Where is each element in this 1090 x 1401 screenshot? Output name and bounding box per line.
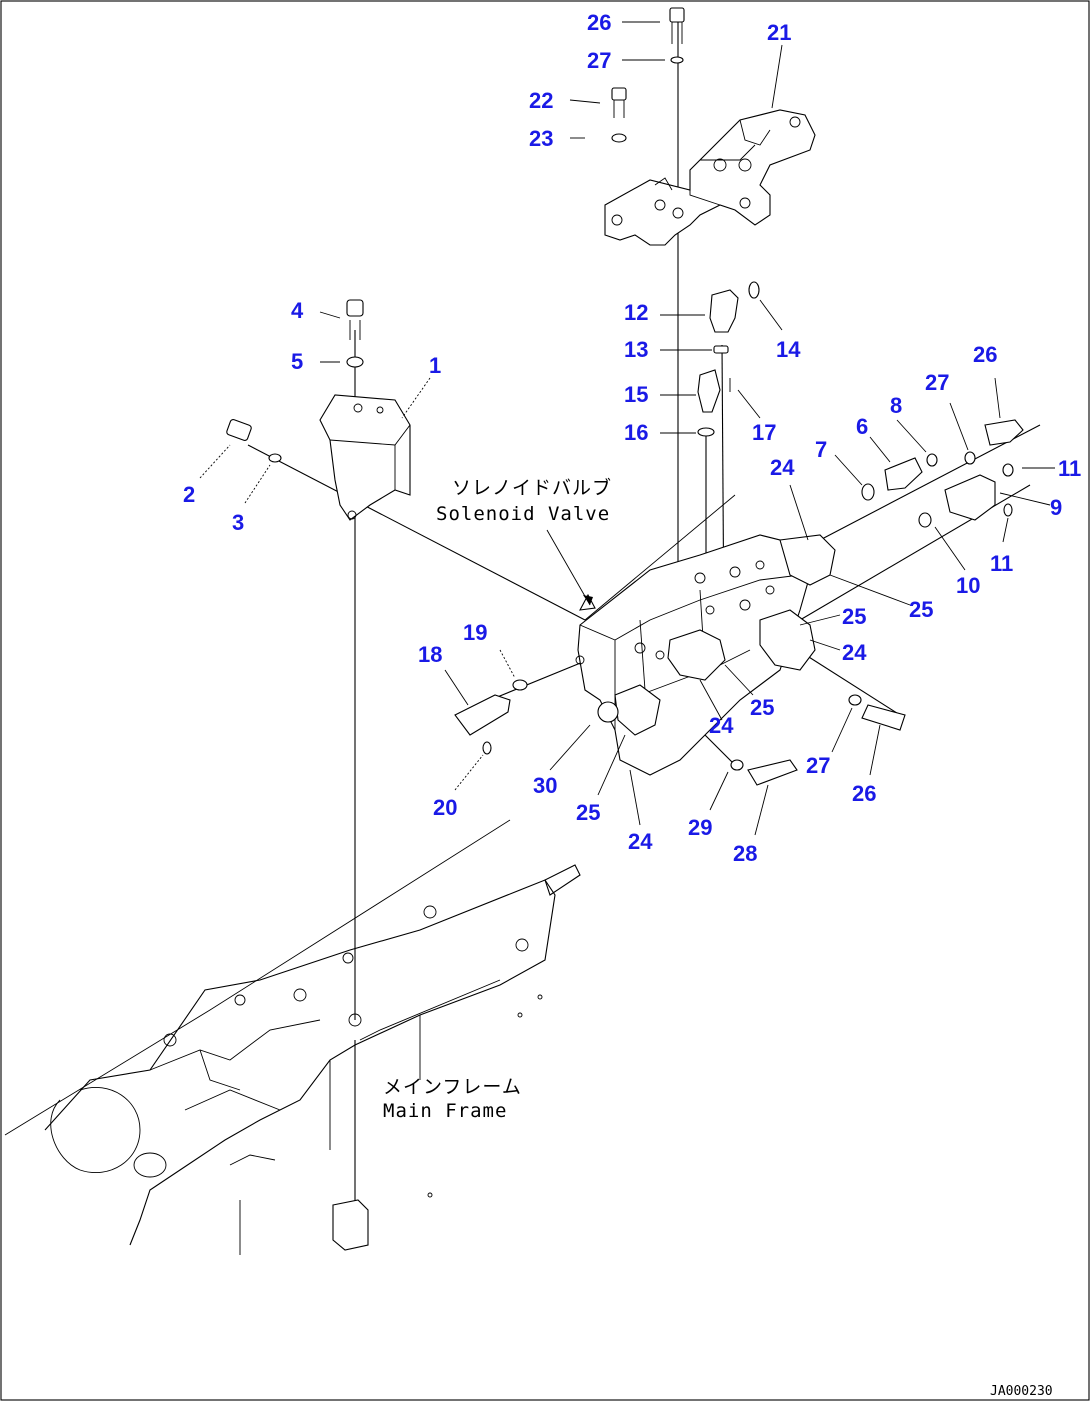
solenoid-caption-en: Solenoid Valve: [436, 503, 610, 525]
lower-small-parts: [454, 679, 906, 786]
callout-25-c: 25: [750, 695, 774, 720]
callout-21: 21: [767, 20, 791, 45]
callout-12: 12: [624, 300, 648, 325]
callout-29: 29: [688, 815, 712, 840]
parts-6-11: [861, 419, 1024, 528]
callout-2: 2: [183, 482, 195, 507]
callout-19: 19: [463, 620, 487, 645]
callout-16: 16: [624, 420, 648, 445]
callout-24-c: 24: [709, 713, 734, 738]
callout-1: 1: [429, 353, 441, 378]
callout-24-b: 24: [842, 640, 867, 665]
callout-11-lower: 11: [990, 551, 1013, 576]
callout-20: 20: [433, 795, 457, 820]
leader-lines: [199, 21, 1055, 836]
callout-25-d: 25: [576, 800, 600, 825]
callout-23: 23: [529, 126, 553, 151]
callout-3: 3: [232, 510, 244, 535]
screw-group-top: [611, 7, 685, 143]
callout-11-upper: 11: [1058, 456, 1081, 481]
solenoid-valve-body: [575, 534, 836, 776]
callout-4: 4: [291, 298, 304, 323]
callout-27-lower: 27: [806, 753, 830, 778]
callout-30: 30: [533, 773, 557, 798]
callout-24-d: 24: [628, 829, 653, 854]
callout-6: 6: [856, 414, 868, 439]
callout-7: 7: [815, 437, 827, 462]
callout-8: 8: [890, 393, 902, 418]
callout-24-a: 24: [770, 455, 795, 480]
callout-25-a: 25: [909, 597, 933, 622]
callout-9: 9: [1050, 495, 1062, 520]
callout-numbers: 26 27 21 22 23 4 5 1 2 3 12 13 14 15 16 …: [183, 10, 1081, 866]
captions: ソレノイドバルブ Solenoid Valve メインフレーム Main Fra…: [383, 476, 1053, 1399]
callout-27-top: 27: [587, 48, 611, 73]
solenoid-caption-jp: ソレノイドバルブ: [452, 476, 612, 499]
parts-12-17: [697, 281, 760, 437]
frame-caption-jp: メインフレーム: [383, 1076, 522, 1098]
callout-27-right: 27: [925, 370, 949, 395]
callout-26-lower: 26: [852, 781, 876, 806]
callout-10: 10: [956, 573, 980, 598]
callout-28: 28: [733, 841, 757, 866]
frame-caption-en: Main Frame: [383, 1100, 507, 1122]
main-frame: [4, 819, 581, 1255]
callout-5: 5: [291, 349, 303, 374]
drawing-code: JA000230: [990, 1384, 1053, 1399]
callout-17: 17: [752, 420, 776, 445]
bracket-21: [604, 109, 816, 246]
callout-25-b: 25: [842, 604, 866, 629]
callout-26-right: 26: [973, 342, 997, 367]
callout-26-top: 26: [587, 10, 611, 35]
callout-15: 15: [624, 382, 648, 407]
callout-22: 22: [529, 88, 553, 113]
callout-13: 13: [624, 337, 648, 362]
callout-18: 18: [418, 642, 442, 667]
bracket-1: [226, 299, 411, 521]
callout-14: 14: [776, 337, 801, 362]
